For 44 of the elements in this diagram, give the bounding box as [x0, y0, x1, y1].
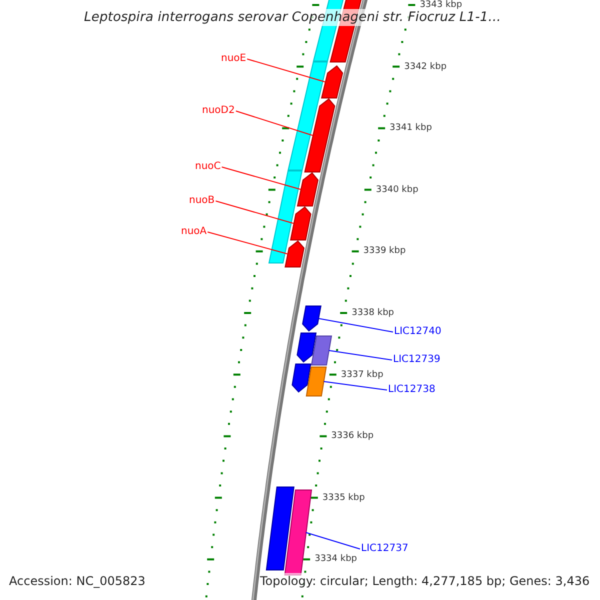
gene-bar	[288, 62, 328, 170]
leader-line	[246, 58, 326, 82]
leader-line	[328, 350, 392, 360]
leader-line	[207, 232, 288, 254]
scale-label: 3342 kbp	[404, 60, 447, 73]
gene-block	[296, 332, 317, 363]
gene-label: LIC12740	[394, 326, 442, 338]
leader-line	[323, 381, 388, 390]
gene-label: nuoA	[181, 226, 207, 238]
gene-block	[296, 172, 319, 206]
leader-line	[235, 110, 314, 136]
gene-block	[292, 364, 312, 393]
scale-label: 3334 kbp	[314, 553, 357, 566]
scale-label: 3337 kbp	[340, 368, 384, 381]
leader-line	[318, 318, 394, 332]
gene-label: nuoB	[189, 195, 215, 207]
gene-block	[290, 206, 312, 240]
scale-label: 3341 kbp	[390, 122, 432, 134]
topology-note: Topology: circular; Length: 4,277,185 bp; Genes: 3,436	[260, 573, 590, 589]
accession-note: Accession: NC_005823	[9, 573, 146, 589]
gene-label: LIC12739	[393, 354, 440, 366]
gene-bar	[306, 366, 327, 396]
gene-block	[284, 240, 305, 268]
gene-bar	[266, 486, 294, 570]
gene-block	[320, 65, 344, 98]
gene-label: LIC12737	[361, 543, 408, 555]
gene-block	[302, 306, 322, 332]
gene-block	[304, 98, 336, 172]
gene-bar	[268, 170, 303, 264]
gene-label: nuoD2	[202, 105, 235, 117]
scale-label: 3339 kbp	[363, 245, 406, 258]
scale-label: 3335 kbp	[322, 492, 365, 504]
scale-label: 3336 kbp	[331, 430, 374, 442]
scale-label: 3338 kbp	[352, 307, 394, 319]
scale-label: 3343 kbp	[420, 0, 462, 11]
gene-bar	[310, 336, 332, 366]
gene-label: nuoE	[221, 53, 246, 65]
leader-line	[221, 166, 302, 190]
gene-bar	[284, 490, 312, 576]
gene-label: LIC12738	[388, 384, 436, 396]
leader-line	[215, 200, 294, 224]
scale-label: 3340 kbp	[376, 184, 418, 196]
gene-label: nuoC	[195, 161, 221, 173]
leader-line	[305, 532, 360, 550]
